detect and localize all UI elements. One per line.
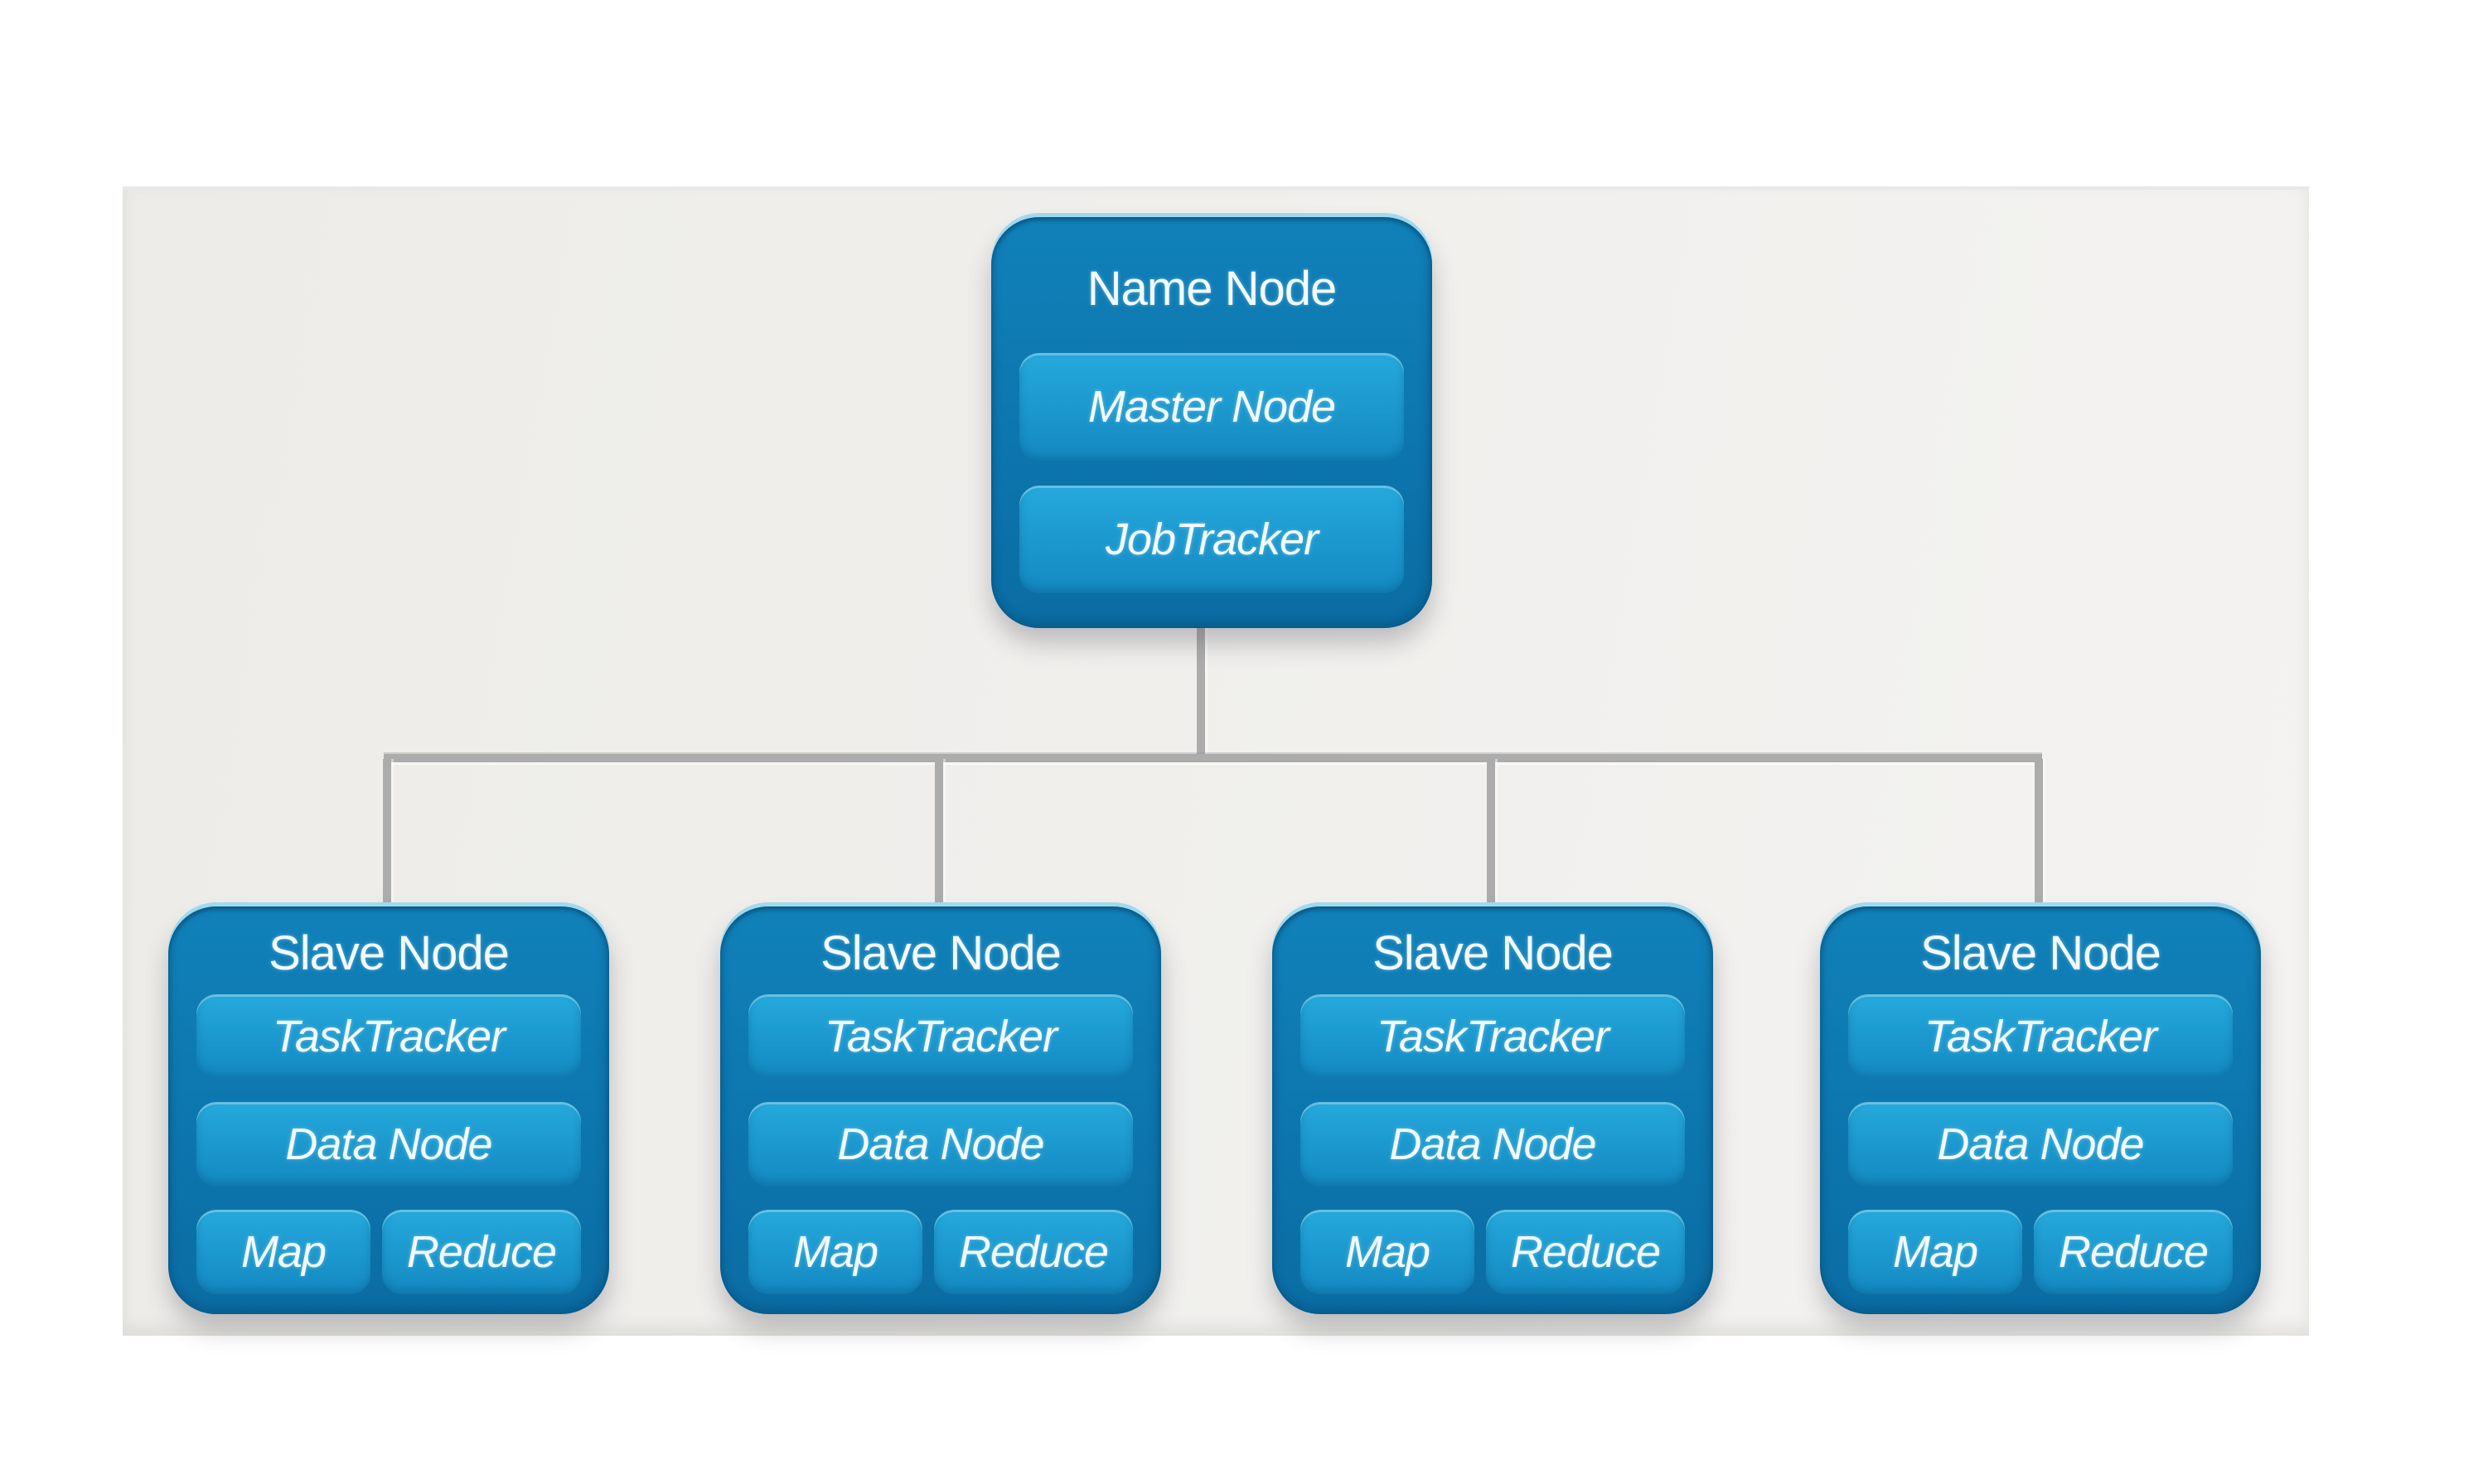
reduce-chip: Reduce: [1486, 1210, 1685, 1294]
data-node-chip: Data Node: [196, 1102, 581, 1187]
name-node-title: Name Node: [1087, 261, 1337, 316]
connector-drop-slave-1: [383, 759, 391, 911]
data-node-chip: Data Node: [1848, 1102, 2233, 1187]
tasktracker-chip: TaskTracker: [1300, 994, 1685, 1079]
slave-node-title: Slave Node: [820, 926, 1062, 980]
map-chip: Map: [1300, 1210, 1474, 1294]
slave-node-3: Slave Node TaskTracker Data Node Map Red…: [1272, 906, 1713, 1314]
reduce-chip: Reduce: [934, 1210, 1133, 1294]
connector-horizontal-bus: [384, 754, 2042, 762]
map-chip: Map: [748, 1210, 922, 1294]
slave-node-4: Slave Node TaskTracker Data Node Map Red…: [1820, 906, 2261, 1314]
reduce-chip: Reduce: [2034, 1210, 2233, 1294]
map-reduce-row: Map Reduce: [1848, 1210, 2233, 1294]
map-chip: Map: [196, 1210, 370, 1294]
tasktracker-chip: TaskTracker: [748, 994, 1133, 1079]
map-reduce-row: Map Reduce: [196, 1210, 581, 1294]
connector-drop-slave-2: [935, 759, 943, 911]
connector-drop-slave-4: [2035, 759, 2043, 911]
map-reduce-row: Map Reduce: [748, 1210, 1133, 1294]
master-node-chip: Master Node: [1019, 353, 1404, 461]
tasktracker-chip: TaskTracker: [196, 994, 581, 1079]
jobtracker-chip: JobTracker: [1019, 486, 1404, 593]
slave-node-title: Slave Node: [1920, 926, 2161, 980]
tasktracker-chip: TaskTracker: [1848, 994, 2233, 1079]
map-chip: Map: [1848, 1210, 2022, 1294]
map-reduce-row: Map Reduce: [1300, 1210, 1685, 1294]
slave-node-2: Slave Node TaskTracker Data Node Map Red…: [720, 906, 1161, 1314]
connector-master-stem: [1197, 623, 1205, 761]
data-node-chip: Data Node: [1300, 1102, 1685, 1187]
reduce-chip: Reduce: [382, 1210, 581, 1294]
data-node-chip: Data Node: [748, 1102, 1133, 1187]
name-node: Name Node Master Node JobTracker: [991, 217, 1432, 628]
slave-node-1: Slave Node TaskTracker Data Node Map Red…: [168, 906, 609, 1314]
slave-node-title: Slave Node: [1372, 926, 1614, 980]
slave-node-title: Slave Node: [269, 926, 510, 980]
connector-drop-slave-3: [1487, 759, 1495, 911]
